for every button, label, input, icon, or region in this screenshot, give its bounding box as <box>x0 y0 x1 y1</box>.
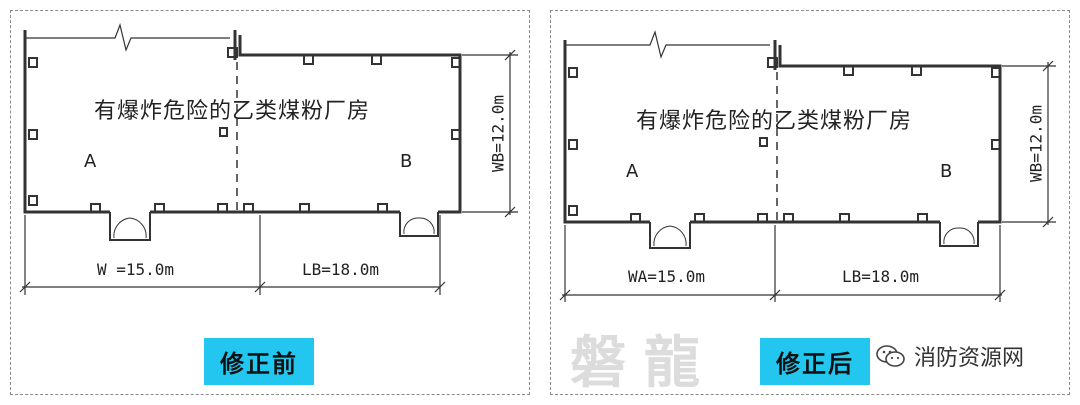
before-building-title: 有爆炸危险的乙类煤粉厂房 <box>94 99 371 124</box>
after-room-b-label: B <box>940 161 953 182</box>
before-correction-badge: 修正前 <box>204 338 314 385</box>
after-building-title: 有爆炸危险的乙类煤粉厂房 <box>636 109 913 134</box>
source-attribution: 消防资源网 <box>876 340 1024 372</box>
after-width-wb-label: WB=12.0m <box>1026 104 1046 183</box>
before-correction-panel <box>10 10 530 395</box>
after-correction-badge: 修正后 <box>760 338 870 385</box>
before-width-wb-label: WB=12.0m <box>488 94 508 173</box>
source-name: 消防资源网 <box>914 346 1025 371</box>
before-length-lb-label: LB=18.0m <box>302 260 380 279</box>
after-room-a-label: A <box>626 161 639 182</box>
after-length-lb-label: LB=18.0m <box>842 267 920 286</box>
before-floor-plan <box>19 22 518 295</box>
before-room-b-label: B <box>400 151 413 172</box>
after-floor-plan <box>559 29 1056 302</box>
before-width-w-label: W =15.0m <box>97 260 175 279</box>
wechat-icon <box>876 344 906 368</box>
before-room-a-label: A <box>84 151 97 172</box>
after-width-wa-label: WA=15.0m <box>628 267 706 286</box>
after-correction-panel <box>550 10 1070 395</box>
watermark-logo: 磐龍 <box>570 330 718 396</box>
